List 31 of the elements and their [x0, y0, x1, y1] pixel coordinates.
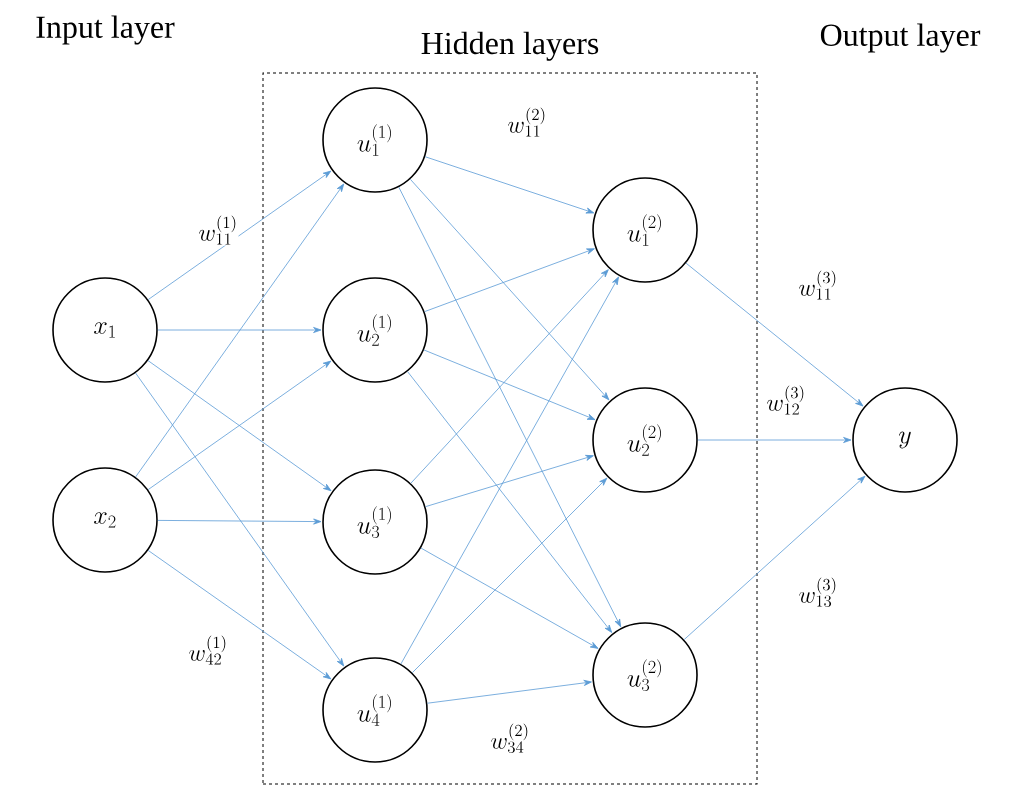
edge-label: $w_{42}^{(1)}$ — [187, 634, 229, 666]
arrow — [398, 186, 622, 628]
arrow — [409, 178, 610, 401]
edge-label: $w_{34}^{(2)}$ — [489, 722, 531, 754]
edge-label: $w_{12}^{(3)}$ — [765, 384, 807, 416]
arrow — [424, 156, 595, 214]
node-label: Hidden layers — [421, 31, 599, 61]
arrow — [157, 327, 322, 333]
arrow — [157, 518, 322, 525]
arrow — [697, 437, 852, 443]
arrow — [426, 679, 592, 704]
arrow — [423, 349, 596, 421]
arrow — [411, 477, 608, 674]
arrow — [424, 248, 595, 313]
layer-title: Input layer — [36, 15, 175, 45]
edge-label: $w_{11}^{(1)}$ — [197, 214, 239, 246]
edge-label: $w_{13}^{(3)}$ — [797, 576, 839, 608]
arrow — [400, 276, 619, 665]
arrow — [135, 183, 345, 478]
arrow — [147, 170, 332, 300]
arrow — [407, 371, 613, 633]
edge-label: $w_{11}^{(3)}$ — [797, 269, 839, 301]
arrow — [135, 372, 345, 667]
arrow — [683, 475, 866, 640]
arrow — [147, 550, 332, 680]
arrow — [425, 454, 594, 508]
arrow — [420, 547, 599, 649]
edge-label: $w_{11}^{(2)}$ — [506, 106, 548, 138]
arrow — [685, 262, 864, 407]
arrow — [410, 269, 609, 484]
layer-title: Output layer — [820, 23, 981, 53]
